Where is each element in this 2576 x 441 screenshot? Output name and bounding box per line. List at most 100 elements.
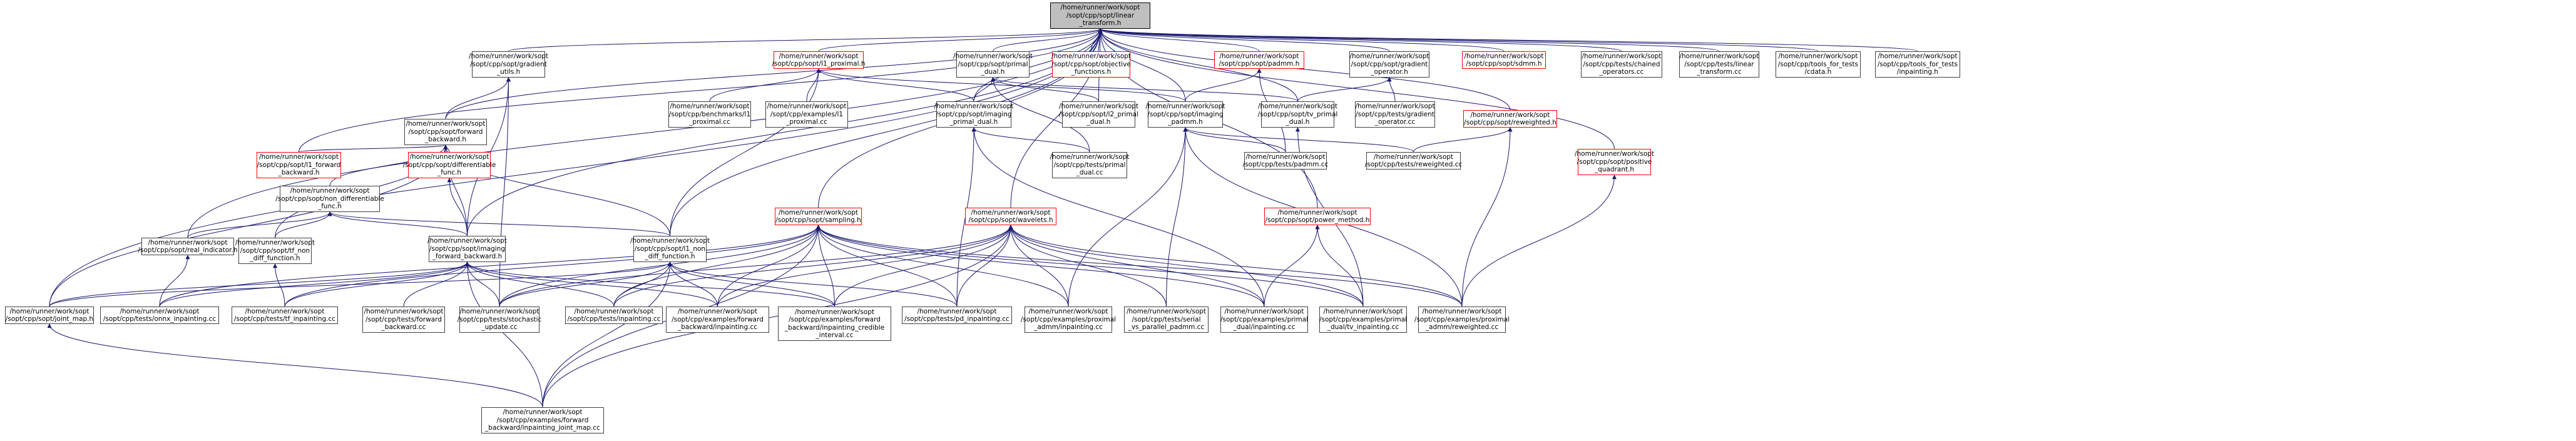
node-label: /home/runner/work/sopt /sopt/cpp/sopt/gr…: [1349, 53, 1429, 76]
edge-examples_fb_joint_map-to-joint_map: [47, 323, 543, 408]
node-root[interactable]: /home/runner/work/sopt /sopt/cpp/sopt/li…: [1050, 3, 1150, 29]
node-differentiable-func[interactable]: /home/runner/work/sopt /sopt/cpp/sopt/di…: [403, 152, 496, 178]
node-examples-fb-joint-map[interactable]: /home/runner/work/sopt /sopt/cpp/example…: [481, 407, 604, 433]
edge-tests_tf_inpainting-to-tf_non_diff_function: [273, 263, 285, 307]
node-tests-reweighted[interactable]: /home/runner/work/sopt /sopt/cpp/tests/r…: [1364, 152, 1463, 170]
node-label: /home/runner/work/sopt /sopt/cpp/sopt/im…: [1145, 103, 1225, 126]
node-tests-primal-dual[interactable]: /home/runner/work/sopt /sopt/cpp/tests/p…: [1050, 152, 1130, 178]
node-imaging-padmm[interactable]: /home/runner/work/sopt /sopt/cpp/sopt/im…: [1145, 101, 1225, 128]
node-label: /home/runner/work/sopt /sopt/cpp/sopt/pr…: [953, 53, 1033, 76]
edge-examples_proximal_admm_inpainting-to-sampling: [816, 225, 1069, 307]
edge-tests_stochastic_update-to-gradient_utils: [499, 77, 511, 307]
node-label: /home/runner/work/sopt /sopt/cpp/tests/s…: [1126, 308, 1207, 332]
node-primal-dual[interactable]: /home/runner/work/sopt /sopt/cpp/sopt/pr…: [953, 51, 1033, 78]
node-tests-gradient-operator[interactable]: /home/runner/work/sopt /sopt/cpp/tests/g…: [1355, 101, 1435, 128]
node-power-method[interactable]: /home/runner/work/sopt /sopt/cpp/sopt/po…: [1264, 208, 1371, 225]
edge-examples_proximal_admm_reweighted-to-sampling: [816, 225, 1463, 307]
edge-primal_dual-to-root: [993, 28, 1103, 52]
edge-examples_fb_inpainting-to-wavelets: [717, 225, 1013, 307]
node-sdmm[interactable]: /home/runner/work/sopt /sopt/cpp/sopt/sd…: [1462, 51, 1546, 69]
edge-tv_primal_dual-to-root: [1098, 28, 1298, 102]
node-label: /home/runner/work/sopt /sopt/cpp/sopt/pa…: [1219, 52, 1300, 68]
node-label: /home/runner/work/sopt /sopt/cpp/example…: [672, 308, 764, 332]
node-examples-proximal-admm-inpainting[interactable]: /home/runner/work/sopt /sopt/cpp/example…: [1021, 307, 1116, 333]
edge-reweighted-to-root: [1098, 28, 1511, 111]
node-tests-chained-operators[interactable]: /home/runner/work/sopt /sopt/cpp/tests/c…: [1581, 51, 1662, 78]
node-label: /home/runner/work/sopt /sopt/cpp/tests/r…: [1364, 153, 1463, 169]
edge-examples_fb_joint_map-to-wavelets: [542, 225, 1013, 408]
node-label: /home/runner/work/sopt /sopt/cpp/benchma…: [668, 103, 751, 126]
node-label: /home/runner/work/sopt /sopt/cpp/tests/p…: [1242, 153, 1329, 169]
node-gradient-utils[interactable]: /home/runner/work/sopt /sopt/cpp/sopt/gr…: [469, 51, 548, 78]
node-tests-linear-transform[interactable]: /home/runner/work/sopt /sopt/cpp/tests/l…: [1679, 51, 1759, 78]
node-examples-proximal-admm-reweighted[interactable]: /home/runner/work/sopt /sopt/cpp/example…: [1414, 307, 1510, 333]
edge-examples_fb_joint_map-to-imaging_forward_backward: [465, 261, 543, 408]
edge-examples_proximal_admm_reweighted-to-wavelets: [1008, 225, 1463, 307]
node-l2-primal-dual[interactable]: /home/runner/work/sopt /sopt/cpp/sopt/l2…: [1058, 101, 1139, 128]
node-tests-inpainting[interactable]: /home/runner/work/sopt /sopt/cpp/tests/i…: [565, 307, 663, 324]
node-examples-primal-dual-tv-inpainting[interactable]: /home/runner/work/sopt /sopt/cpp/example…: [1319, 307, 1407, 333]
edge-benchmarks_l1_proximal-to-l1_proximal: [709, 68, 821, 102]
node-benchmarks-l1-proximal[interactable]: /home/runner/work/sopt /sopt/cpp/benchma…: [668, 101, 751, 128]
node-label: /home/runner/work/sopt /sopt/cpp/sopt/l1…: [630, 237, 710, 261]
node-label: /home/runner/work/sopt /sopt/cpp/example…: [767, 103, 847, 126]
node-reweighted[interactable]: /home/runner/work/sopt /sopt/cpp/sopt/re…: [1463, 110, 1557, 128]
node-tests-onnx-inpainting[interactable]: /home/runner/work/sopt /sopt/cpp/tests/o…: [100, 307, 219, 324]
edge-tests_linear_transform-to-root: [1098, 28, 1720, 52]
node-label: /home/runner/work/sopt /sopt/cpp/sopt/sa…: [775, 208, 861, 225]
node-tf-non-diff-function[interactable]: /home/runner/work/sopt /sopt/cpp/sopt/tf…: [235, 238, 315, 264]
node-sampling[interactable]: /home/runner/work/sopt /sopt/cpp/sopt/sa…: [775, 208, 862, 225]
node-label: /home/runner/work/sopt /sopt/cpp/sopt/sd…: [1464, 52, 1544, 68]
node-wavelets[interactable]: /home/runner/work/sopt /sopt/cpp/sopt/wa…: [965, 208, 1056, 225]
node-tests-stochastic-update[interactable]: /home/runner/work/sopt /sopt/cpp/tests/s…: [457, 307, 541, 333]
node-forward-backward[interactable]: /home/runner/work/sopt /sopt/cpp/sopt/fo…: [404, 119, 487, 145]
node-label: /home/runner/work/sopt /sopt/cpp/sopt/po…: [1265, 208, 1370, 225]
edge-tests_gradient_operator-to-gradient_operator: [1387, 77, 1396, 102]
node-label: /home/runner/work/sopt /sopt/cpp/tools_f…: [1877, 53, 1958, 76]
node-examples-fb-inpainting[interactable]: /home/runner/work/sopt /sopt/cpp/example…: [666, 307, 769, 333]
edge-tests_inpainting-to-wavelets: [613, 225, 1013, 307]
node-positive-quadrant[interactable]: /home/runner/work/sopt /sopt/cpp/sopt/po…: [1574, 149, 1655, 175]
edge-tests_primal_dual-to-primal_dual: [991, 77, 1090, 153]
node-examples-fb-credible[interactable]: /home/runner/work/sopt /sopt/cpp/example…: [778, 307, 891, 341]
node-objective-functions[interactable]: /home/runner/work/sopt /sopt/cpp/sopt/ob…: [1051, 51, 1131, 78]
node-label: /home/runner/work/sopt /sopt/cpp/sopt/di…: [402, 153, 496, 177]
node-tv-primal-dual[interactable]: /home/runner/work/sopt /sopt/cpp/sopt/tv…: [1258, 101, 1337, 128]
edge-examples_primal_dual_inpainting-to-power_method: [1264, 225, 1320, 307]
edge-joint_map-to-l1_non_diff_function: [49, 261, 672, 307]
node-label: /home/runner/work/sopt /sopt/cpp/example…: [1220, 308, 1309, 332]
node-padmm[interactable]: /home/runner/work/sopt /sopt/cpp/sopt/pa…: [1214, 51, 1304, 69]
node-l1-proximal[interactable]: /home/runner/work/sopt /sopt/cpp/sopt/l1…: [772, 51, 866, 69]
node-label: /home/runner/work/sopt /sopt/cpp/sopt/po…: [1574, 150, 1655, 174]
node-imaging-forward-backward[interactable]: /home/runner/work/sopt /sopt/cpp/sopt/im…: [427, 236, 507, 262]
node-label: /home/runner/work/sopt /sopt/cpp/example…: [485, 408, 600, 432]
node-label: /home/runner/work/sopt /sopt/cpp/sopt/wa…: [968, 208, 1053, 225]
edge-tests_onnx_inpainting-to-real_indicator: [159, 255, 190, 307]
node-non-differentiable-func[interactable]: /home/runner/work/sopt /sopt/cpp/sopt/no…: [275, 186, 384, 212]
node-tests-pd-inpainting[interactable]: /home/runner/work/sopt /sopt/cpp/tests/p…: [902, 307, 1012, 324]
node-tests-forward-backward[interactable]: /home/runner/work/sopt /sopt/cpp/tests/f…: [362, 307, 445, 333]
node-tools-for-tests-cdata[interactable]: /home/runner/work/sopt /sopt/cpp/tools_f…: [1776, 51, 1861, 78]
node-l1-non-diff-function[interactable]: /home/runner/work/sopt /sopt/cpp/sopt/l1…: [630, 236, 710, 262]
node-examples-l1-proximal[interactable]: /home/runner/work/sopt /sopt/cpp/example…: [765, 101, 848, 128]
node-imaging-primal-dual[interactable]: /home/runner/work/sopt /sopt/cpp/sopt/im…: [934, 101, 1014, 128]
node-tests-padmm[interactable]: /home/runner/work/sopt /sopt/cpp/tests/p…: [1242, 152, 1329, 170]
node-tools-for-tests-inpainting[interactable]: /home/runner/work/sopt /sopt/cpp/tools_f…: [1875, 51, 1960, 78]
node-label: /home/runner/work/sopt /sopt/cpp/tests/t…: [233, 307, 336, 323]
node-tests-tf-inpainting[interactable]: /home/runner/work/sopt /sopt/cpp/tests/t…: [232, 307, 338, 324]
node-examples-primal-dual-inpainting[interactable]: /home/runner/work/sopt /sopt/cpp/example…: [1220, 307, 1308, 333]
node-real-indicator[interactable]: /home/runner/work/sopt /sopt/cpp/sopt/re…: [138, 238, 238, 255]
node-label: /home/runner/work/sopt /sopt/cpp/tests/p…: [904, 307, 1009, 323]
node-l1-forward-backward[interactable]: /home/runner/work/sopt /sopt/cpp/sopt/l1…: [257, 152, 341, 178]
node-label: /home/runner/work/sopt /sopt/cpp/sopt/tv…: [1257, 103, 1338, 126]
node-joint-map[interactable]: /home/runner/work/sopt /sopt/cpp/sopt/jo…: [5, 307, 94, 324]
edge-examples_fb_joint_map-to-l1_non_diff_function: [542, 261, 672, 408]
edge-examples_primal_dual_tv_inpainting-to-power_method: [1315, 225, 1364, 307]
edge-gradient_utils-to-root: [508, 28, 1103, 52]
node-label: /home/runner/work/sopt /sopt/cpp/sopt/l2…: [1058, 103, 1139, 126]
node-tests-serial-vs-parallel-padmm[interactable]: /home/runner/work/sopt /sopt/cpp/tests/s…: [1124, 307, 1209, 333]
edge-forward_backward-to-root: [445, 28, 1103, 119]
node-label: /home/runner/work/sopt /sopt/cpp/tests/i…: [567, 307, 661, 323]
node-gradient-operator[interactable]: /home/runner/work/sopt /sopt/cpp/sopt/gr…: [1349, 51, 1429, 78]
